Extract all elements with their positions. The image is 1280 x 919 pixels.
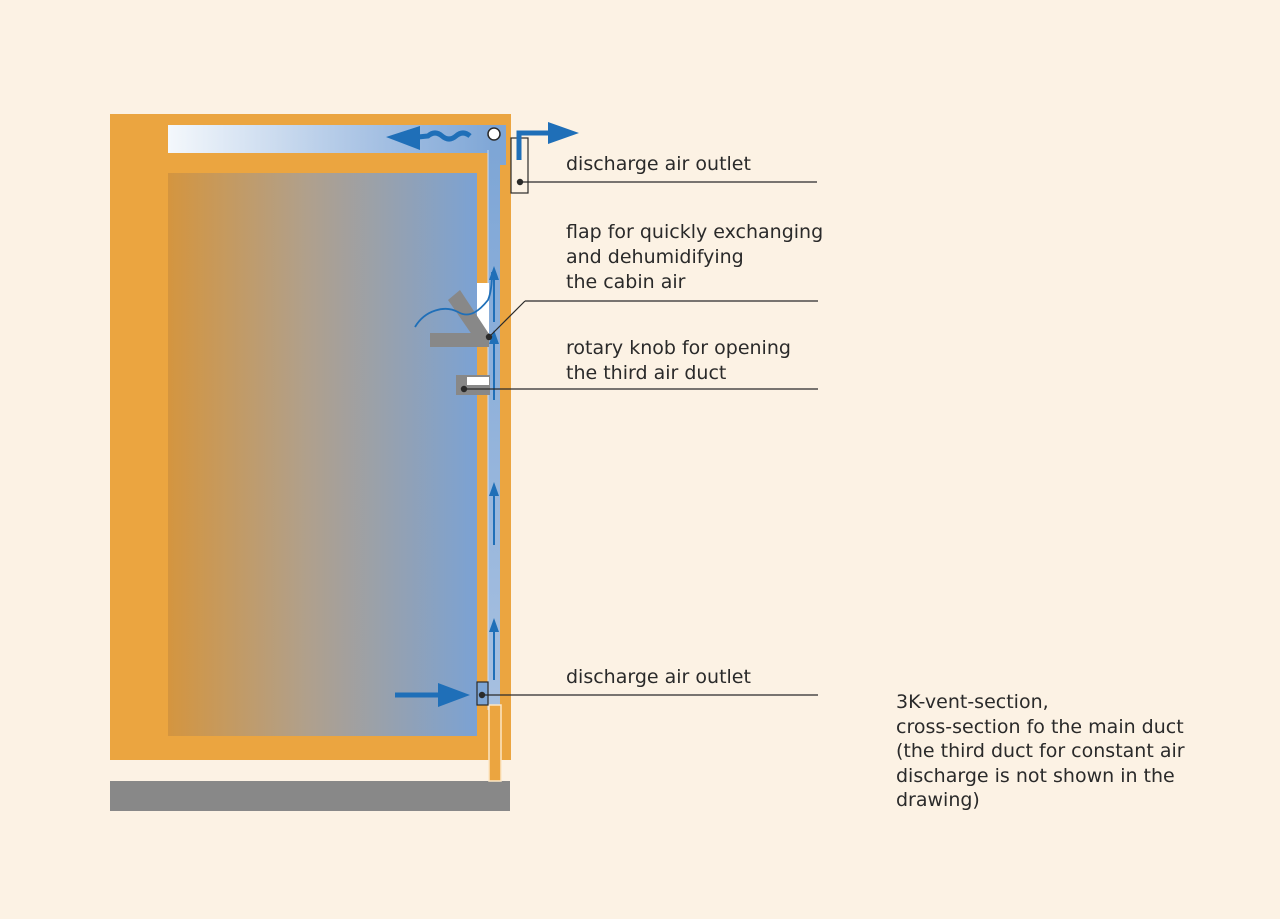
caption-line: (the third duct for constant air [896, 740, 1185, 762]
leader-dot [485, 333, 493, 341]
leader-dot [516, 178, 524, 186]
leader-dot [460, 385, 468, 393]
outlet-arrow-icon [516, 130, 550, 160]
diagram-caption: 3K-vent-section, cross-section fo the ma… [896, 690, 1256, 813]
up-arrows [489, 266, 499, 680]
caption-line: drawing) [896, 789, 980, 811]
wavy-air-arrow-icon [417, 130, 472, 142]
leader-line-flap-diag [488, 300, 526, 338]
label-discharge-air-outlet-top: discharge air outlet [566, 153, 751, 175]
base-slab [110, 781, 510, 811]
caption-line: discharge is not shown in the [896, 764, 1175, 787]
label-discharge-air-outlet-bottom: discharge air outlet [566, 666, 751, 688]
flap-arm [448, 290, 489, 342]
leader-dot [478, 691, 486, 699]
lower-pipe [488, 704, 502, 782]
outlet-arrow-head [548, 122, 579, 144]
flap-air-flow-icon [414, 271, 493, 328]
inlet-arrow-head [438, 683, 470, 707]
up-flow-arrow-head [489, 266, 499, 280]
up-flow-arrow-head [489, 330, 499, 344]
cabin-interior [168, 173, 477, 736]
caption-line: cross-section fo the main duct [896, 715, 1184, 738]
up-flow-arrow-head [489, 482, 499, 496]
rotary-knob-slot [467, 377, 489, 385]
valve-circle-icon [487, 127, 501, 141]
label-rotary-knob: rotary knob for opening the third air du… [566, 337, 797, 384]
caption-line: 3K-vent-section, [896, 691, 1049, 713]
label-flap: flap for quickly exchanging and dehumidi… [566, 221, 829, 293]
wavy-arrow-head [386, 126, 420, 150]
up-flow-arrow-head [489, 618, 499, 632]
leader-lines [460, 178, 818, 699]
